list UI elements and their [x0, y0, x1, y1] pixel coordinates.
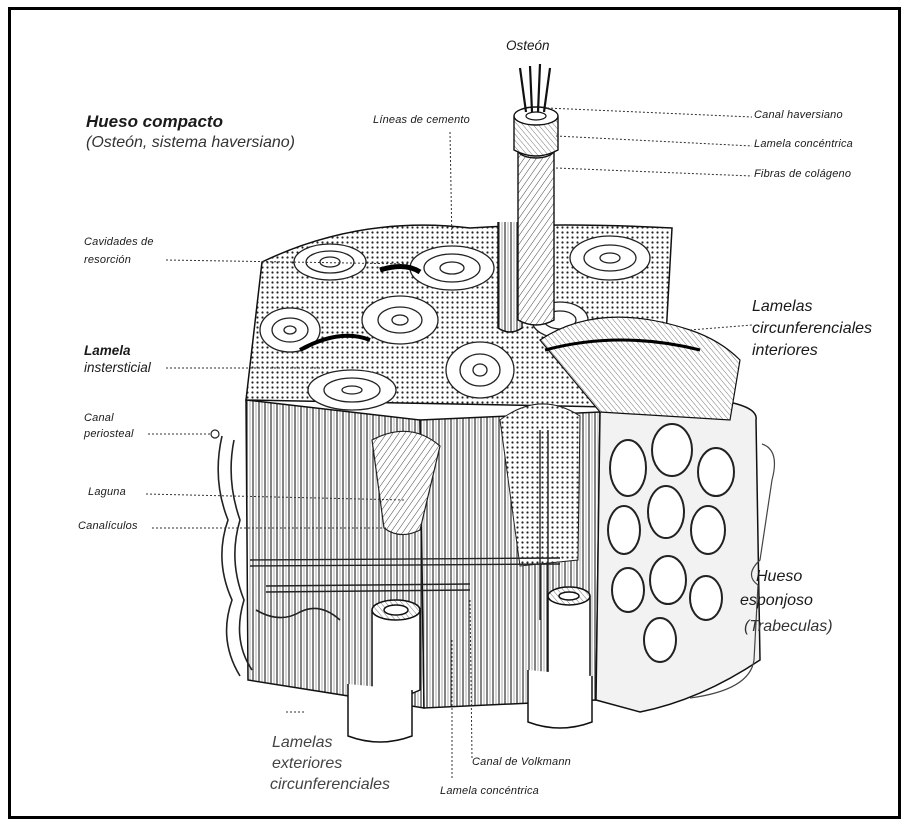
spongy-bone-heading: Hueso — [756, 568, 802, 586]
label-canaliculos: Canalículos — [78, 520, 138, 532]
label-lamelas-ext-line3: circunferenciales — [270, 776, 390, 794]
label-canal-periosteal-line2: periosteal — [84, 428, 134, 440]
spongy-bone-subheading: (Trabeculas) — [744, 618, 833, 636]
label-lamelas-circ-int-line2: circunferenciales — [752, 320, 872, 338]
compact-bone-front-face — [246, 400, 600, 708]
label-lamela-concentrica-bottom: Lamela concéntrica — [440, 785, 539, 797]
label-lamela-concentrica-top: Lamela concéntrica — [754, 138, 853, 150]
label-canal-periosteal-line1: Canal — [84, 412, 114, 424]
compact-bone-subheading: (Osteón, sistema haversiano) — [86, 134, 295, 152]
compact-bone-heading: Hueso compacto — [86, 112, 223, 132]
label-canal-volkmann: Canal de Volkmann — [472, 756, 571, 768]
label-lamelas-circ-int-line1: Lamelas — [752, 298, 812, 316]
label-cavidades-line1: Cavidades de — [84, 236, 154, 248]
label-lamelas-circ-int-line3: interiores — [752, 342, 818, 360]
label-lamela-intersticial-line1: Lamela — [84, 343, 131, 358]
label-lamelas-ext-line2: exteriores — [272, 755, 342, 773]
spongy-bone-heading-line2: esponjoso — [740, 592, 813, 610]
label-laguna: Laguna — [88, 486, 126, 498]
label-fibras-colageno: Fibras de colágeno — [754, 168, 851, 180]
label-lamelas-ext-line1: Lamelas — [272, 734, 332, 752]
label-osteon: Osteón — [506, 38, 550, 53]
label-lineas-cemento: Líneas de cemento — [373, 114, 470, 126]
label-canal-haversiano: Canal haversiano — [754, 109, 843, 121]
label-cavidades-line2: resorción — [84, 254, 131, 266]
extending-osteon — [498, 64, 558, 332]
label-lamela-intersticial-line2: instersticial — [84, 360, 151, 375]
